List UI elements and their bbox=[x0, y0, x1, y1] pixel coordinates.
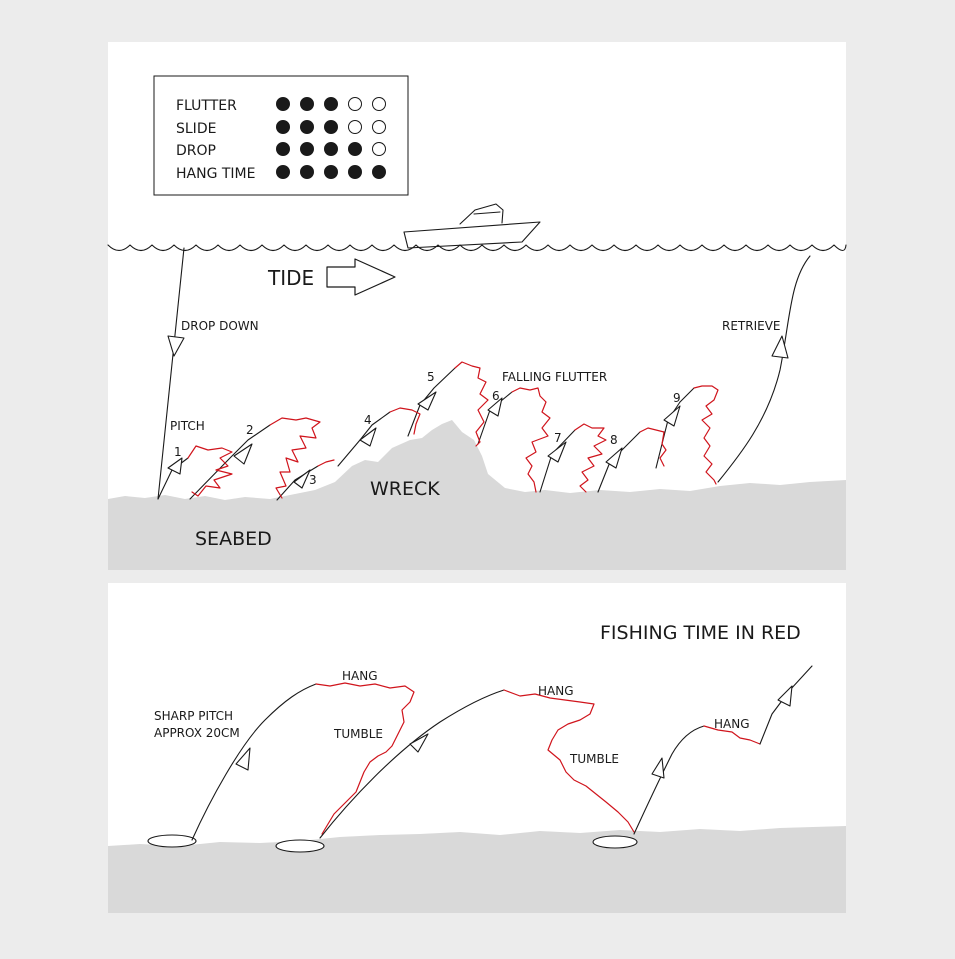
rating-dot-filled bbox=[276, 120, 290, 134]
sharp-pitch-arrow-3-icon bbox=[651, 757, 665, 779]
rating-dot-filled bbox=[348, 165, 362, 179]
sharp-pitch-line-2 bbox=[319, 689, 505, 839]
rating-dot-filled bbox=[324, 120, 338, 134]
rating-dot-empty bbox=[372, 120, 386, 134]
rating-dot-empty bbox=[348, 97, 362, 111]
legend-label-flutter: FLUTTER bbox=[176, 98, 237, 114]
hang-3-red bbox=[703, 725, 761, 745]
hang-label-1: HANG bbox=[342, 669, 378, 683]
legend-label-hang-time: HANG TIME bbox=[176, 166, 255, 182]
hang-label-3: HANG bbox=[714, 717, 750, 731]
rating-dot-filled bbox=[324, 165, 338, 179]
retrieve-arrow-icon bbox=[771, 335, 789, 359]
fishing-time-title: FISHING TIME IN RED bbox=[600, 622, 801, 644]
step-number-7: 7 bbox=[554, 431, 562, 445]
sharp-pitch-label: SHARP PITCH bbox=[154, 709, 233, 723]
sharp-pitch-line-3 bbox=[633, 725, 705, 835]
wreck-label: WRECK bbox=[370, 478, 440, 500]
rating-dot-filled bbox=[324, 142, 338, 156]
step-number-1: 1 bbox=[174, 445, 182, 459]
rating-dot-empty bbox=[348, 120, 362, 134]
rating-dot-filled bbox=[300, 120, 314, 134]
sharp-pitch-arrow-2-icon bbox=[409, 733, 429, 753]
rating-dot-empty bbox=[372, 97, 386, 111]
step-number-2: 2 bbox=[246, 423, 254, 437]
step-number-8: 8 bbox=[610, 433, 618, 447]
boat-icon bbox=[403, 203, 541, 249]
step-number-6: 6 bbox=[492, 389, 500, 403]
rating-dot-filled bbox=[300, 97, 314, 111]
retrieve-label: RETRIEVE bbox=[722, 319, 781, 333]
tide-arrow-icon bbox=[326, 258, 396, 296]
legend-label-drop: DROP bbox=[176, 143, 216, 159]
retrieve-arrow-bottom-icon bbox=[777, 685, 793, 707]
sharp-pitch-arrow-1-icon bbox=[235, 747, 251, 771]
rating-dot-empty bbox=[372, 142, 386, 156]
retrieve-line bbox=[717, 255, 811, 483]
drop-down-label: DROP DOWN bbox=[181, 319, 259, 333]
drop-down-line bbox=[157, 247, 185, 500]
hang-tumble-1-red bbox=[315, 682, 415, 835]
step-number-9: 9 bbox=[673, 391, 681, 405]
rating-dot-filled bbox=[300, 142, 314, 156]
rating-dot-filled bbox=[276, 165, 290, 179]
sharp-pitch-approx-label: APPROX 20CM bbox=[154, 726, 240, 740]
step-number-4: 4 bbox=[364, 413, 372, 427]
jig-1-icon bbox=[147, 834, 197, 848]
jig-2-icon bbox=[275, 839, 325, 853]
step-number-3: 3 bbox=[309, 473, 317, 487]
rating-dot-filled bbox=[324, 97, 338, 111]
seabed bbox=[108, 420, 846, 570]
hang-tumble-2-red bbox=[503, 689, 635, 833]
falling-flutter-label: FALLING FLUTTER bbox=[502, 370, 607, 384]
falling-flutter-red bbox=[187, 361, 719, 499]
rating-dot-filled bbox=[348, 142, 362, 156]
rating-dot-filled bbox=[372, 165, 386, 179]
tumble-label-2: TUMBLE bbox=[569, 752, 619, 766]
hang-label-2: HANG bbox=[538, 684, 574, 698]
sharp-pitch-line-1 bbox=[191, 683, 317, 841]
legend-rating-dots bbox=[276, 97, 386, 179]
legend-label-slide: SLIDE bbox=[176, 121, 216, 137]
drop-down-arrow-icon bbox=[167, 335, 185, 357]
jig-3-icon bbox=[592, 835, 638, 849]
seabed-label: SEABED bbox=[195, 528, 272, 550]
pitch-label: PITCH bbox=[170, 419, 205, 433]
rating-dot-filled bbox=[300, 165, 314, 179]
water-surface bbox=[107, 244, 847, 252]
step-number-5: 5 bbox=[427, 370, 435, 384]
tide-label: TIDE bbox=[267, 266, 314, 290]
rating-dot-filled bbox=[276, 97, 290, 111]
pitch-arrow-icons bbox=[167, 391, 681, 489]
rating-dot-filled bbox=[276, 142, 290, 156]
tumble-label-1: TUMBLE bbox=[333, 727, 383, 741]
